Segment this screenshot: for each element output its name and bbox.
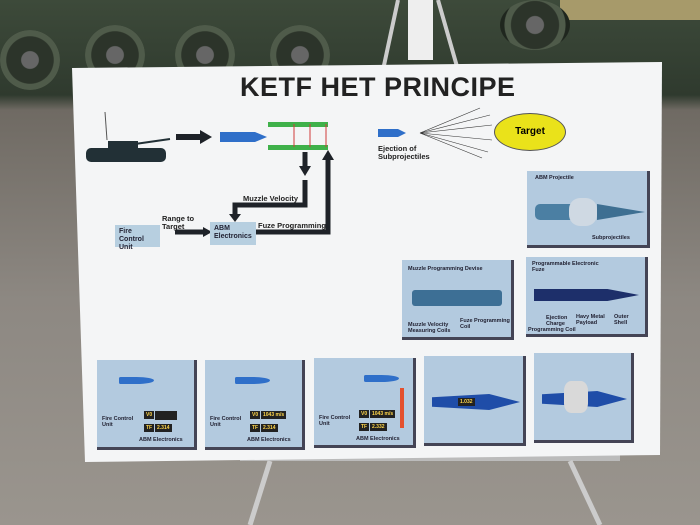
projectile-nose (597, 204, 645, 220)
outer-shell-label: Outer Shell (614, 314, 629, 326)
target-ellipse: Target (494, 113, 566, 151)
grass (560, 0, 700, 20)
muzzle-velocity-label: Muzzle Velocity (243, 194, 299, 203)
ejection-label: Ejection of Subprojectiles (378, 144, 430, 162)
tf-value: 2.314 (155, 424, 172, 432)
fire-control-label: Fire Control Unit (210, 416, 242, 428)
tf-label: TF (359, 423, 370, 431)
payload-label: Havy Metal Payload (576, 314, 605, 326)
tf-value: 2.332 (370, 423, 387, 431)
easel-legs (240, 455, 620, 525)
step-5-panel (534, 353, 634, 443)
flow-arrows (175, 152, 331, 235)
fire-control-unit-box: Fire Control Unit (115, 225, 160, 251)
fuze-projectile-image (534, 289, 639, 301)
tank-wheel (0, 30, 60, 90)
step-1-panel: Fire Control Unit V0 TF 2.314 ABM Electr… (97, 360, 197, 450)
range-to-target-label: Range to Target (162, 214, 195, 232)
board-title: KETF HET PRINCIPE (240, 72, 516, 102)
tank-wheel (500, 0, 570, 50)
v0-label: V0 (144, 411, 155, 419)
arrow-icon (176, 130, 212, 144)
projectile-icon (432, 394, 520, 410)
tf-label: TF (250, 424, 261, 432)
fuze-coil-label: Fuze Programming Coil (460, 318, 510, 330)
muzzle-device-image (412, 290, 502, 306)
panel-title: Programmable Electronic Fuze (532, 261, 599, 273)
ejection-charge-label: Ejection Charge (546, 315, 568, 327)
fire-control-label: Fire Control Unit (319, 415, 351, 427)
muzzle-device-panel: Muzzle Programming Devise Muzzle Velocit… (402, 260, 514, 340)
projectile-icon (364, 375, 399, 382)
v0-label: V0 (250, 411, 261, 419)
programming-arrow (400, 388, 404, 428)
fuze-panel: Programmable Electronic Fuze Ejection Ch… (526, 257, 648, 337)
abm-electronics-box: ABM Electronics (210, 222, 256, 245)
tf-label: TF (144, 424, 155, 432)
counter-value: 1.032 (458, 398, 475, 406)
projectile-icon (220, 132, 267, 142)
fire-control-label: Fire Control Unit (102, 416, 134, 428)
panel-title: Muzzle Programming Devise (408, 266, 483, 272)
abm-label: ABM Electronics (139, 437, 183, 443)
barrel-icon (268, 122, 328, 150)
step-3-panel: Fire Control Unit V0 1043 m/s TF 2.332 A… (314, 358, 416, 448)
fuze-programming-label: Fuze Programming (258, 221, 326, 230)
abm-projectile-panel: ABM Projectile Subprojectiles (527, 171, 650, 248)
v0-value: 1043 m/s (370, 410, 396, 418)
v0-value: 1043 m/s (261, 411, 287, 419)
panel-title: ABM Projectile (535, 175, 574, 181)
tank-icon (86, 111, 171, 162)
subprojectiles-label: Subprojectiles (592, 235, 630, 241)
v0-label: V0 (359, 410, 370, 418)
step-2-panel: Fire Control Unit V0 1043 m/s TF 2.314 A… (205, 360, 305, 450)
tf-value: 2.314 (261, 424, 278, 432)
ejection-projectile-icon (378, 129, 406, 137)
easel-top (381, 0, 460, 70)
subprojectile-spray (419, 107, 493, 159)
v0-value (155, 411, 177, 420)
projectile-icon (119, 377, 154, 384)
abm-label: ABM Electronics (356, 436, 400, 442)
subprojectile-cluster (569, 198, 597, 226)
projectile-icon (235, 377, 270, 384)
coils-label: Muzzle Velocity Measuring Coils (408, 322, 451, 334)
subprojectile-cluster (564, 381, 588, 413)
step-4-panel: 1.032 (424, 356, 526, 446)
programming-coil-label: Programming Coil (528, 327, 576, 333)
abm-label: ABM Electronics (247, 437, 291, 443)
